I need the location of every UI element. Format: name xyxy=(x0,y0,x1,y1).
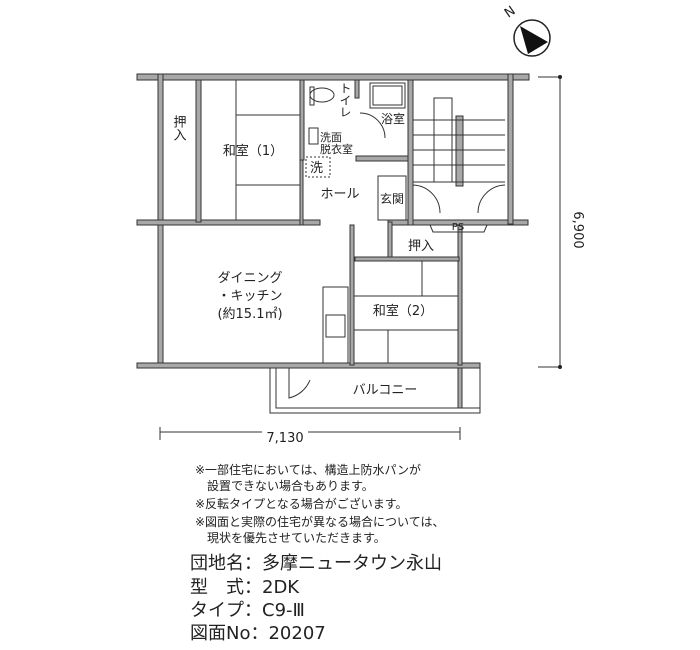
label-kitchen: ・キッチン xyxy=(217,289,282,304)
depth-dimension: 6,900 xyxy=(570,211,585,248)
label-genkan: 玄関 xyxy=(380,191,404,206)
note-line: 現状を優先させていただきます。 xyxy=(195,531,386,545)
fixtures xyxy=(305,82,506,364)
unit-type: タイプ：C9-Ⅲ xyxy=(190,600,305,621)
label-balcony: バルコニー xyxy=(353,383,418,398)
label-washer: 洗 xyxy=(310,161,323,176)
estate-name: 団地名：多摩ニュータウン永山 xyxy=(190,553,442,574)
walls xyxy=(136,73,530,369)
note-line: ※反転タイプとなる場合がございます。 xyxy=(195,497,408,511)
label-dk-area: (約15.1㎡) xyxy=(217,307,282,322)
label-washitsu-2: 和室（2） xyxy=(373,303,433,319)
width-dimension: 7,130 xyxy=(266,431,303,446)
unit-model: 型 式：2DK xyxy=(190,577,300,598)
label-senmen: 洗面 xyxy=(320,131,342,144)
label-oshiire-2: 押入 xyxy=(408,239,434,254)
note-line: ※図面と実際の住宅が異なる場合については、 xyxy=(195,515,445,529)
label-dining: ダイニング xyxy=(217,271,282,286)
label-toilet: トイレ xyxy=(338,82,352,118)
note-line: ※一部住宅においては、構造上防水パンが xyxy=(195,463,422,477)
room-lines xyxy=(235,80,505,414)
label-hall: ホール xyxy=(320,187,359,202)
label-oshiire-1: 押入 xyxy=(171,115,187,141)
compass-label: N xyxy=(502,4,519,22)
label-datsui: 脱衣室 xyxy=(320,142,353,156)
label-bath: 浴室 xyxy=(381,111,405,126)
label-ps: PS xyxy=(452,222,464,233)
north-arrow-icon: N xyxy=(502,4,551,57)
label-washitsu-1: 和室（1） xyxy=(223,143,283,159)
width-dimension-mask xyxy=(262,426,308,444)
drawing-number: 図面No：20207 xyxy=(190,623,326,644)
dimension-lines xyxy=(159,75,562,440)
note-line: 設置できない場合もあります。 xyxy=(195,479,374,493)
